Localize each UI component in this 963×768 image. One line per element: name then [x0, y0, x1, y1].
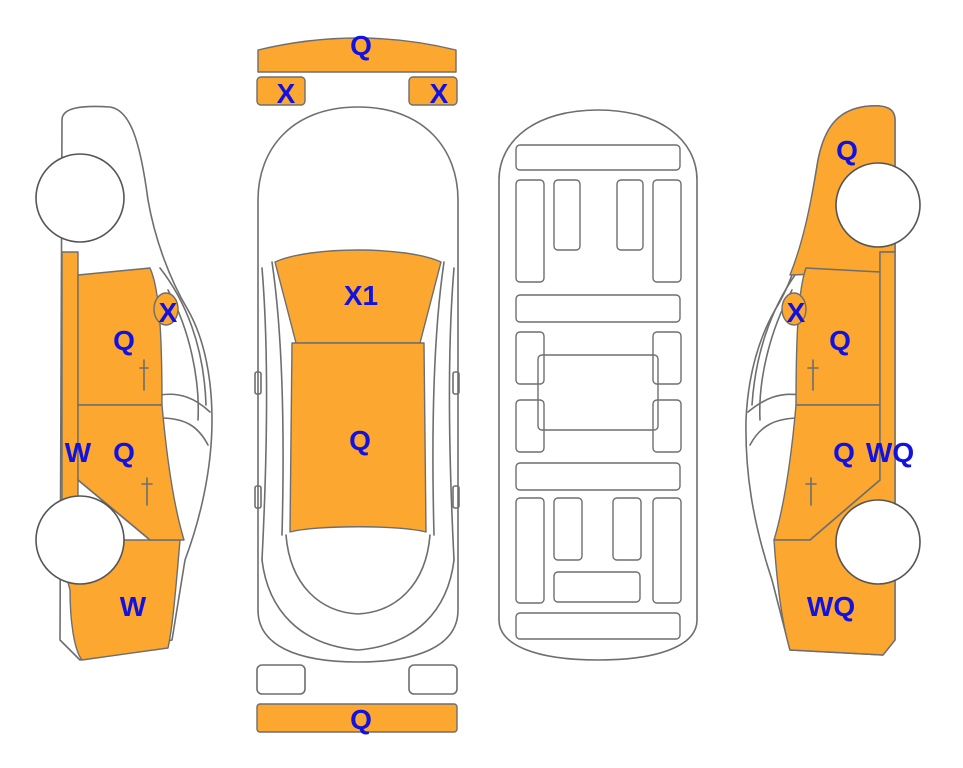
left-rear-door-label: Q — [113, 437, 135, 468]
roof-panel[interactable] — [289, 342, 427, 533]
left-rear-wheel — [35, 495, 125, 585]
left-rear-door-panel[interactable] — [77, 404, 185, 541]
right-front-door-label: Q — [829, 325, 851, 356]
rear-bumper-panel[interactable] — [256, 703, 458, 733]
right-taillight — [408, 664, 458, 695]
right-front-wheel — [835, 162, 921, 248]
right-rear-door-label: Q — [833, 437, 855, 468]
right-sill-label: WQ — [866, 437, 914, 468]
left-front-door-label: Q — [113, 325, 135, 356]
left-taillight — [256, 664, 306, 695]
front-bumper-panel[interactable] — [257, 37, 457, 73]
right-mirror-panel[interactable] — [781, 292, 807, 326]
right-mirror-label: X — [787, 297, 806, 328]
roof-label: Q — [349, 425, 371, 456]
right-side-view: Q X Q Q WQ WQ — [745, 105, 921, 656]
left-rear-quarter-label: W — [120, 591, 147, 622]
top-view: Q X X X1 Q Q — [254, 30, 460, 735]
left-headlight-panel[interactable] — [256, 76, 306, 106]
right-rear-wheel — [835, 499, 921, 585]
right-headlight-panel[interactable] — [408, 76, 458, 106]
left-side-view: X Q Q W W — [35, 105, 213, 661]
underside-outline — [498, 109, 698, 661]
right-rear-quarter-label: WQ — [807, 591, 855, 622]
hood-panel[interactable] — [274, 249, 442, 344]
left-headlight-label: X — [277, 78, 296, 109]
hood-label: X1 — [344, 280, 378, 311]
left-mirror-panel[interactable] — [153, 292, 179, 326]
right-front-fender-label: Q — [836, 135, 858, 166]
front-bumper-label: Q — [350, 30, 372, 61]
rear-bumper-label: Q — [350, 704, 372, 735]
underside-view — [498, 109, 698, 661]
left-front-wheel — [35, 153, 125, 243]
left-mirror-label: X — [159, 297, 178, 328]
left-sill-label: W — [65, 437, 92, 468]
right-headlight-label: X — [430, 78, 449, 109]
